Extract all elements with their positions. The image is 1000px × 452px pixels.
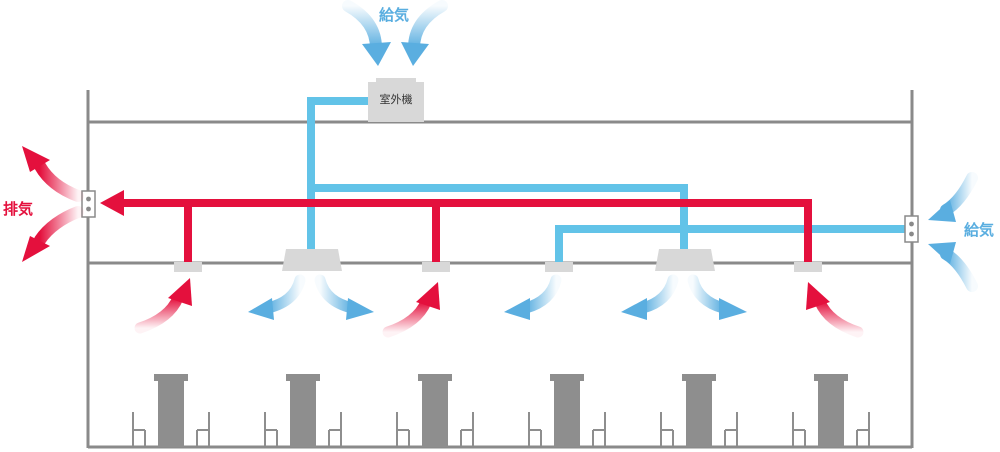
desk-4 bbox=[550, 374, 584, 447]
exhaust-grille-2 bbox=[422, 262, 450, 272]
ceiling-equipment bbox=[174, 249, 822, 272]
chair-right-2 bbox=[328, 412, 342, 446]
supply-duct-branch bbox=[311, 184, 688, 252]
chair-left-4 bbox=[528, 412, 542, 446]
supply-label-top: 給気 bbox=[379, 6, 409, 24]
chair-left-6 bbox=[792, 412, 806, 446]
desk-1 bbox=[154, 374, 188, 447]
chair-right-5 bbox=[724, 412, 738, 446]
desk-3 bbox=[418, 374, 452, 447]
exhaust-grille-1 bbox=[174, 262, 202, 272]
supply-arrow-right-lower-icon bbox=[928, 242, 978, 292]
supply-arrow-top-left-icon bbox=[342, 0, 391, 66]
exhaust-duct-main bbox=[118, 199, 812, 262]
chair-left-2 bbox=[264, 412, 278, 446]
supply-arrow-right-upper-icon bbox=[928, 172, 978, 222]
supply-duct-main bbox=[307, 97, 370, 252]
chair-right-1 bbox=[196, 412, 210, 446]
chair-left-5 bbox=[660, 412, 674, 446]
supply-duct-network bbox=[307, 97, 905, 262]
supply-duct-intake bbox=[555, 225, 905, 262]
desk-5 bbox=[682, 374, 716, 447]
discharge-arrow-3-right-icon bbox=[687, 274, 747, 320]
furniture-row bbox=[132, 374, 870, 447]
supply-label-right: 給気 bbox=[964, 221, 994, 239]
exhaust-arrow-left-upper-icon bbox=[22, 146, 84, 202]
outdoor-unit-label: 室外機 bbox=[380, 92, 413, 106]
exhaust-label-left: 排気 bbox=[3, 200, 33, 218]
outdoor-unit: 室外機 bbox=[368, 78, 424, 122]
exhaust-duct-network bbox=[118, 199, 812, 262]
discharge-arrow-3-left-icon bbox=[621, 274, 679, 320]
exhaust-arrow-left-lower-icon bbox=[22, 206, 84, 262]
desk-6 bbox=[814, 374, 848, 447]
indoor-unit-1 bbox=[282, 249, 342, 271]
chair-left-3 bbox=[396, 412, 410, 446]
supply-arrow-top-right-icon bbox=[401, 0, 448, 66]
chair-right-6 bbox=[856, 412, 870, 446]
discharge-arrow-1-right-icon bbox=[314, 274, 374, 320]
discharge-arrow-2-icon bbox=[504, 274, 562, 320]
return-arrow-3-icon bbox=[806, 282, 864, 338]
building-structure bbox=[86, 90, 914, 449]
exhaust-grille-3 bbox=[794, 262, 822, 272]
desk-2 bbox=[286, 374, 320, 447]
indoor-unit-2 bbox=[655, 249, 715, 271]
return-arrow-1-icon bbox=[134, 278, 192, 334]
chair-right-3 bbox=[460, 412, 474, 446]
wall-louver-right-icon bbox=[904, 215, 919, 243]
wall-louver-left-icon bbox=[81, 190, 96, 218]
exhaust-duct-arrowhead bbox=[100, 190, 124, 216]
return-arrow-2-icon bbox=[382, 282, 440, 338]
supply-diffuser bbox=[545, 262, 573, 272]
chair-right-4 bbox=[592, 412, 606, 446]
discharge-arrow-1-left-icon bbox=[248, 274, 306, 320]
chair-left-1 bbox=[132, 412, 146, 446]
